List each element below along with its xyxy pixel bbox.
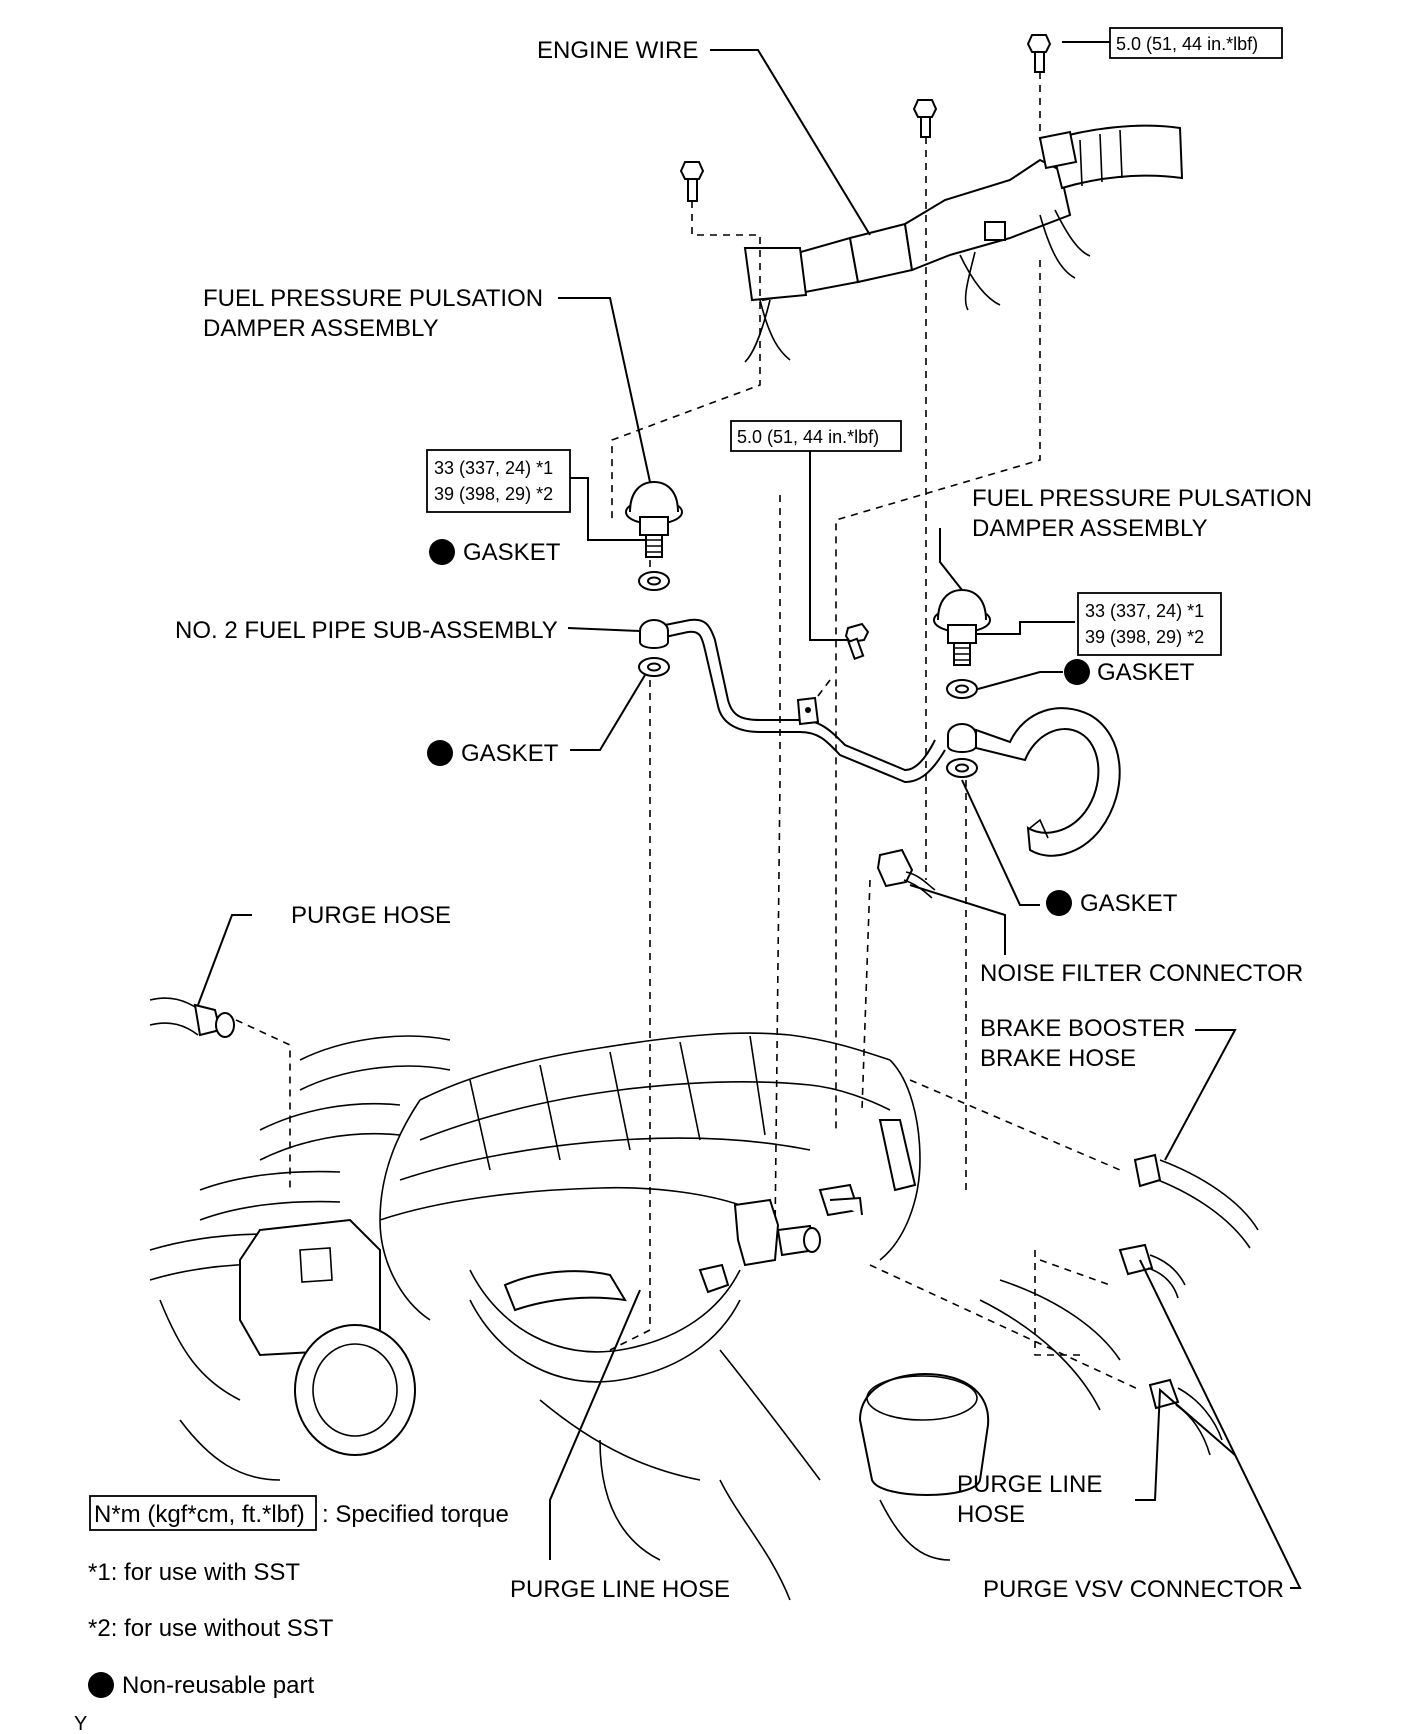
legend-non-reusable-dot: [88, 1672, 114, 1698]
legend: N*m (kgf*cm, ft.*lbf) : Specified torque…: [88, 1495, 509, 1699]
torque-damper-left-line2: 39 (398, 29) *2: [434, 484, 553, 504]
legend-non-reusable: Non-reusable part: [122, 1672, 314, 1699]
torque-box-top: 5.0 (51, 44 in.*lbf): [1109, 27, 1283, 59]
label-damper-left-line1: FUEL PRESSURE PULSATION: [203, 285, 543, 312]
torque-box-damper-right: 33 (337, 24) *1 39 (398, 29) *2: [1077, 592, 1222, 656]
legend-note2: *2: for use without SST: [88, 1615, 334, 1642]
non-reusable-dot-gasket-left-upper: [429, 539, 455, 565]
engine-wire-harness: [743, 124, 1184, 363]
no2-fuel-pipe: [639, 618, 946, 784]
legend-torque-desc: : Specified torque: [322, 1501, 509, 1528]
label-purge-line-hose-right-line2: HOSE: [957, 1501, 1025, 1528]
label-purge-vsv-connector: PURGE VSV CONNECTOR: [983, 1576, 1284, 1603]
gasket-right-upper: [946, 679, 978, 699]
non-reusable-dot-gasket-right-lower: [1046, 890, 1072, 916]
label-damper-right-line1: FUEL PRESSURE PULSATION: [972, 485, 1312, 512]
torque-box-damper-left: 33 (337, 24) *1 39 (398, 29) *2: [426, 449, 571, 513]
label-purge-hose: PURGE HOSE: [291, 902, 451, 929]
label-gasket-left-upper: GASKET: [463, 539, 561, 566]
label-damper-left-line2: DAMPER ASSEMBLY: [203, 315, 439, 342]
engine-intake-manifold: [149, 997, 1259, 1601]
leader-lines: [197, 41, 1302, 1589]
torque-box-pipe-bolt: 5.0 (51, 44 in.*lbf): [730, 420, 902, 452]
torque-damper-right-line2: 39 (398, 29) *2: [1085, 627, 1204, 647]
bolt-top-middle: [912, 99, 938, 138]
legend-torque-unit: N*m (kgf*cm, ft.*lbf): [94, 1501, 305, 1528]
gasket-right-lower: [946, 758, 978, 778]
damper-right: [933, 588, 991, 666]
bolt-top-left: [679, 161, 705, 202]
torque-pipe-bolt-text: 5.0 (51, 44 in.*lbf): [737, 427, 879, 447]
torque-top-bolt-text: 5.0 (51, 44 in.*lbf): [1116, 34, 1258, 54]
bolt-top-right: [1026, 34, 1052, 73]
label-purge-line-hose-right-line1: PURGE LINE: [957, 1471, 1102, 1498]
label-gasket-left-lower: GASKET: [461, 740, 559, 767]
label-no2-fuel-pipe: NO. 2 FUEL PIPE SUB-ASSEMBLY: [175, 617, 558, 644]
legend-note1: *1: for use with SST: [88, 1559, 300, 1586]
non-reusable-dot-gasket-left-lower: [427, 740, 453, 766]
label-engine-wire: ENGINE WIRE: [537, 37, 698, 64]
figure-code: Y: [74, 1713, 87, 1734]
bolt-fuel-pipe: [844, 622, 870, 661]
non-reusable-dot-gasket-right-upper: [1064, 659, 1090, 685]
label-brake-booster-line2: BRAKE HOSE: [980, 1045, 1136, 1072]
gasket-left-lower: [638, 657, 670, 677]
label-brake-booster-line1: BRAKE BOOSTER: [980, 1015, 1185, 1042]
torque-damper-right-line1: 33 (337, 24) *1: [1085, 601, 1204, 621]
label-noise-filter-connector: NOISE FILTER CONNECTOR: [980, 960, 1303, 987]
torque-damper-left-line1: 33 (337, 24) *1: [434, 458, 553, 478]
label-damper-right-line2: DAMPER ASSEMBLY: [972, 515, 1208, 542]
label-gasket-right-lower: GASKET: [1080, 890, 1178, 917]
label-gasket-right-upper: GASKET: [1097, 659, 1195, 686]
damper-left: [625, 480, 683, 558]
gasket-left-upper: [638, 571, 670, 591]
fuel-pipe-right-end: [947, 707, 1121, 857]
label-purge-line-hose-bottom: PURGE LINE HOSE: [510, 1576, 730, 1603]
